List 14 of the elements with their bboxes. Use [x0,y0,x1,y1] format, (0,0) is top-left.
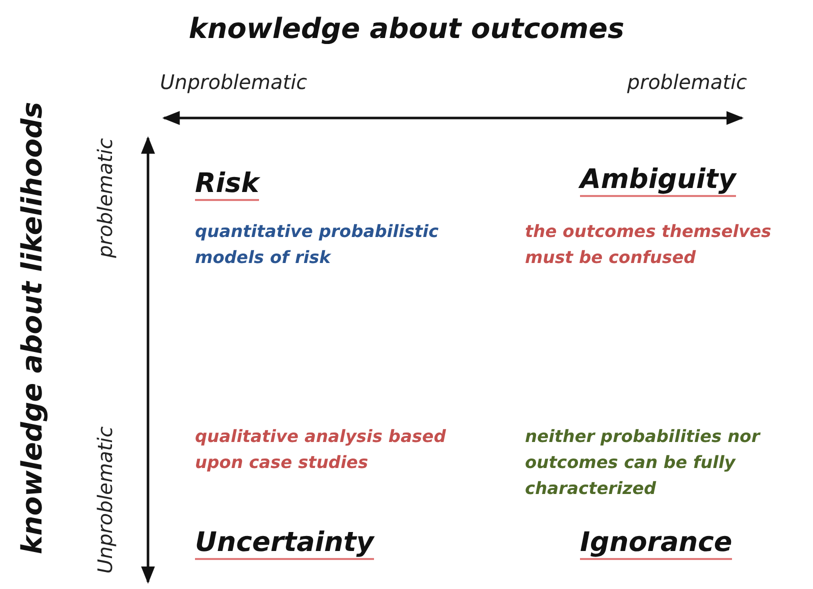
quadrant-description: the outcomes themselves must be confused [525,221,772,270]
quadrant-heading: Uncertainty [195,527,374,560]
quadrant-description: neither probabilities nor outcomes can be fully characterized [525,426,762,501]
axis-end-label: problematic [627,70,747,94]
axis-title: knowledge about outcomes [188,12,626,45]
axis-end-label: problematic [93,138,117,258]
axis-end-label: Unproblematic [93,426,117,574]
quadrant-heading: Ignorance [580,527,732,560]
quadrant-heading: Ambiguity [580,164,736,198]
quadrant-description: quantitative probabilistic models of risk [195,221,440,270]
axis-title: knowledge about likelihoods [16,102,48,554]
quadrant-heading: Risk [195,168,260,202]
axis-end-label: Unproblematic [160,70,308,94]
quadrant-description: qualitative analysis based upon case studies [195,426,447,475]
